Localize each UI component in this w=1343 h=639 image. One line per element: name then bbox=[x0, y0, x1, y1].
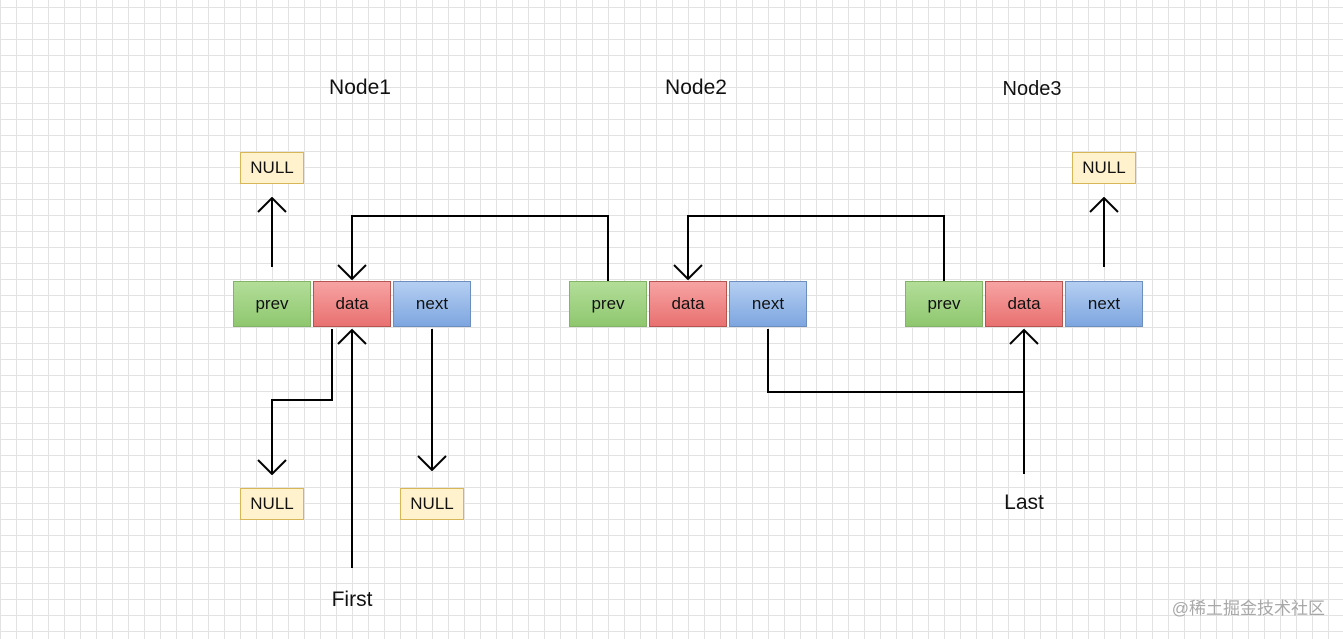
node2-title: Node2 bbox=[665, 76, 727, 99]
node3-next-field: next bbox=[1065, 281, 1143, 327]
watermark: @稀土掘金技术社区 bbox=[1171, 599, 1325, 618]
last-pointer-label: Last bbox=[1004, 491, 1044, 514]
node3-prev-field: prev bbox=[905, 281, 983, 327]
node1-data-to-null-arrow bbox=[272, 329, 333, 474]
null-box-node1-prev: NULL bbox=[240, 152, 304, 184]
node1-next-field: next bbox=[393, 281, 471, 327]
node3-prev-to-node2-data-arrow bbox=[688, 215, 945, 281]
node1-prev-field: prev bbox=[233, 281, 311, 327]
null-box-node1-next: NULL bbox=[400, 488, 464, 520]
node2-next-to-node3-data-arrow bbox=[767, 329, 1024, 393]
node2-next-field: next bbox=[729, 281, 807, 327]
node3-data-field: data bbox=[985, 281, 1063, 327]
node2-data-field: data bbox=[649, 281, 727, 327]
null-box-node3-next: NULL bbox=[1072, 152, 1136, 184]
node2-prev-field: prev bbox=[569, 281, 647, 327]
node3-title: Node3 bbox=[1002, 78, 1062, 100]
node2-prev-to-node1-data-arrow bbox=[352, 215, 609, 281]
node1-title: Node1 bbox=[329, 76, 391, 99]
first-pointer-label: First bbox=[331, 588, 373, 611]
null-box-node1-data: NULL bbox=[240, 488, 304, 520]
node1-data-field: data bbox=[313, 281, 391, 327]
